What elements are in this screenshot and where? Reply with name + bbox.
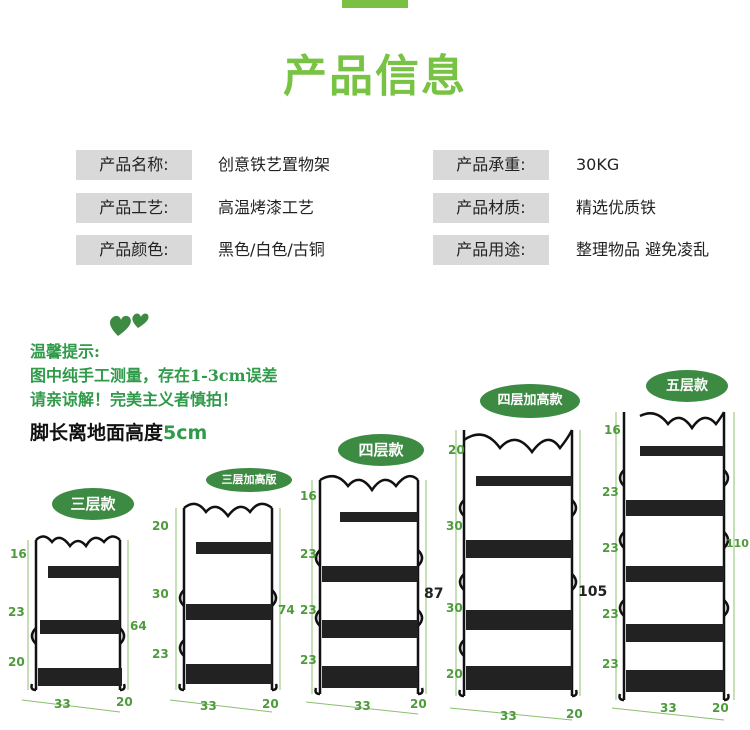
rack5-segment-2: 23 xyxy=(602,485,619,499)
rack2-segment-1: 20 xyxy=(152,519,169,533)
rack5-segment-1: 16 xyxy=(604,423,621,437)
spec-value-usage: 整理物品 避免凌乱 xyxy=(576,240,710,259)
tip-line-2: 请亲谅解！完美主义者慎拍！ xyxy=(30,390,239,409)
rack4-segment-1: 20 xyxy=(448,443,465,457)
top-accent-bar xyxy=(342,0,408,8)
badge-four-tier-tall: 四层加高款 xyxy=(480,384,580,418)
rack3-segment-3: 23 xyxy=(300,603,317,617)
foot-height-note: 脚长离地面高度5cm xyxy=(30,418,207,445)
rack3-segment-4: 23 xyxy=(300,653,317,667)
spec-value-process: 高温烤漆工艺 xyxy=(218,198,315,217)
rack5-segment-3: 23 xyxy=(602,541,619,555)
rack2-segment-2: 30 xyxy=(152,587,169,601)
rack1-segment-1: 16 xyxy=(10,547,27,561)
badge-three-tier: 三层款 xyxy=(52,488,134,520)
badge-four-tier: 四层款 xyxy=(338,434,424,466)
rack1-total-height: 64 xyxy=(130,619,147,633)
rack5-width: 33 xyxy=(660,701,677,715)
badge-three-tier-tall: 三层加高版 xyxy=(206,468,292,492)
spec-value-name: 创意铁艺置物架 xyxy=(218,155,331,174)
foot-height-value: 5cm xyxy=(163,422,208,444)
spec-value-color: 黑色/白色/古铜 xyxy=(218,240,325,259)
rack3-depth: 20 xyxy=(410,697,427,711)
rack2-segment-3: 23 xyxy=(152,647,169,661)
spec-label-color: 产品颜色: xyxy=(76,235,192,265)
rack2-width: 33 xyxy=(200,699,217,713)
rack1-width: 33 xyxy=(54,697,71,711)
badge-five-tier: 五层款 xyxy=(646,370,728,402)
spec-value-load: 30KG xyxy=(576,155,620,174)
rack4-total-height: 105 xyxy=(578,584,608,600)
rack4-segment-4: 20 xyxy=(446,667,463,681)
spec-label-load: 产品承重: xyxy=(433,150,549,180)
hearts-icon xyxy=(110,313,149,336)
spec-label-process: 产品工艺: xyxy=(76,193,192,223)
rack4-depth: 20 xyxy=(566,707,583,721)
rack2-total-height: 74 xyxy=(278,603,295,617)
rack5-segment-4: 23 xyxy=(602,607,619,621)
rack1-depth: 20 xyxy=(116,695,133,709)
rack1-segment-3: 20 xyxy=(8,655,25,669)
tip-heading: 温馨提示: xyxy=(30,342,100,361)
spec-value-material: 精选优质铁 xyxy=(576,198,657,217)
spec-label-material: 产品材质: xyxy=(433,193,549,223)
rack5-segment-5: 23 xyxy=(602,657,619,671)
rack2-depth: 20 xyxy=(262,697,279,711)
rack3-segment-1: 16 xyxy=(300,489,317,503)
rack3-segment-2: 23 xyxy=(300,547,317,561)
page-title: 产品信息 xyxy=(283,51,467,102)
foot-height-text: 脚长离地面高度 xyxy=(30,422,164,444)
tip-line-1: 图中纯手工测量，存在1-3cm误差 xyxy=(30,366,278,385)
rack4-segment-2: 30 xyxy=(446,519,463,533)
spec-label-name: 产品名称: xyxy=(76,150,192,180)
rack1-segment-2: 23 xyxy=(8,605,25,619)
rack3-width: 33 xyxy=(354,699,371,713)
spec-label-usage: 产品用途: xyxy=(433,235,549,265)
rack4-segment-3: 30 xyxy=(446,601,463,615)
rack5-total-height: 110 xyxy=(726,537,749,550)
rack3-total-height: 87 xyxy=(424,586,444,602)
rack5-depth: 20 xyxy=(712,701,729,715)
rack4-width: 33 xyxy=(500,709,517,723)
